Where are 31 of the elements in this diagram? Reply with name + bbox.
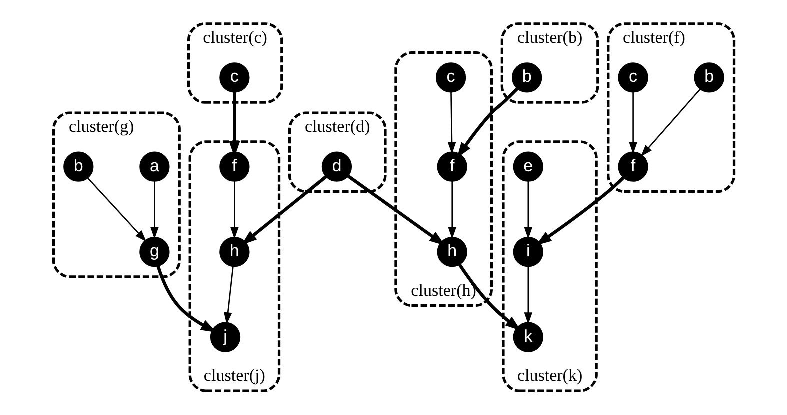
arrow (628, 92, 637, 154)
node-circle: h (436, 237, 467, 268)
node-circle: b (512, 62, 542, 93)
node-circle: f (436, 152, 467, 182)
node-circle: c (618, 62, 648, 93)
node-circle: a (139, 152, 170, 182)
node-circle: g (139, 237, 170, 268)
arrow (524, 266, 532, 324)
node-circle: j (210, 322, 240, 352)
node-circle: c (219, 62, 250, 93)
arrow (86, 178, 146, 242)
node-circle: i (512, 237, 543, 268)
node-circle: f (618, 152, 648, 182)
node-circle: e (512, 152, 543, 182)
node-circle: d (321, 152, 352, 182)
node-circle: b (63, 152, 94, 182)
node-circle: k (512, 322, 543, 352)
node-circle: c (435, 62, 466, 93)
arrow (230, 181, 238, 240)
node-circle: f (219, 152, 250, 182)
node-circle: b (694, 62, 724, 93)
arrow (448, 181, 456, 240)
arrow (447, 92, 456, 154)
node-circle: h (219, 237, 250, 268)
arrow (524, 181, 532, 240)
arrow (150, 181, 158, 240)
arrow (347, 175, 445, 246)
arrow (223, 266, 234, 324)
arrow (640, 88, 700, 157)
arrow (458, 264, 521, 331)
arrow (156, 266, 216, 333)
